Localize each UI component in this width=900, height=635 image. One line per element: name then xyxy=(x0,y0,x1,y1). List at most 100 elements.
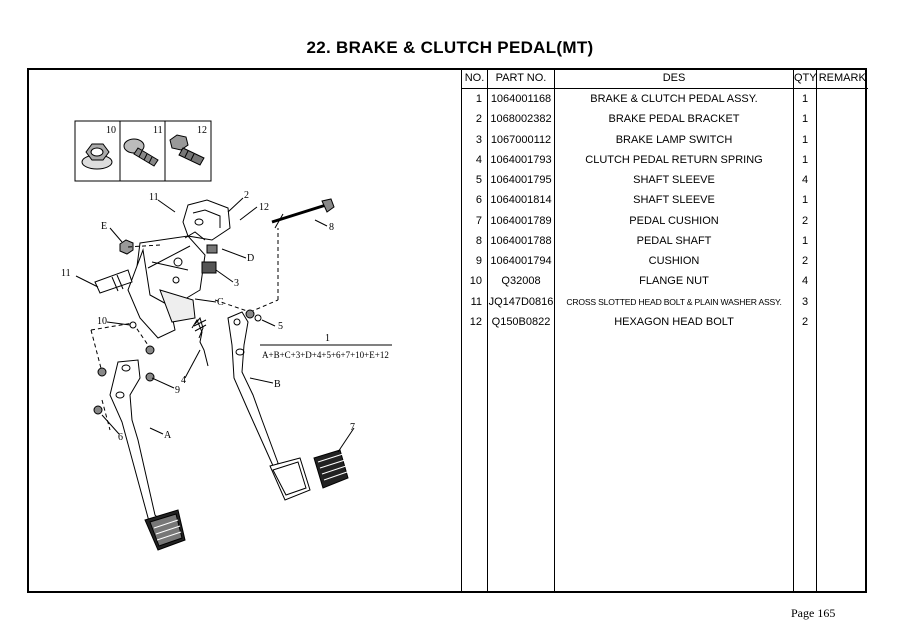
pedal-cushion-pad xyxy=(313,449,349,489)
callout-label: 11 xyxy=(149,192,159,203)
table-cell-no: 9 xyxy=(461,251,488,272)
brake-lamp-switch-part xyxy=(201,244,218,274)
pedal-housing-part xyxy=(127,231,206,339)
table-cell-part-no: Q150B0822 xyxy=(487,311,555,332)
page-number: Page 165 xyxy=(791,606,836,620)
table-cell-part-no: 1064001795 xyxy=(487,170,555,191)
table-cell-des: PEDAL CUSHION xyxy=(554,210,794,231)
clutch-pedal-pad xyxy=(144,509,186,551)
table-cell-no: 5 xyxy=(461,170,488,191)
assembly-formula: A+B+C+3+D+4+5+6+7+10+E+12 xyxy=(262,350,389,360)
bolt-left-part xyxy=(94,269,133,294)
brake-pedal-pad-left xyxy=(269,457,311,501)
callout-label: 5 xyxy=(278,321,283,332)
table-cell-des: CUSHION xyxy=(554,251,794,272)
table-cell-des: PEDAL SHAFT xyxy=(554,230,794,251)
table-cell-remark xyxy=(816,210,868,231)
table-cell-remark xyxy=(816,170,868,191)
table-cell-part-no: 1067000112 xyxy=(487,129,555,150)
table-cell-no: 7 xyxy=(461,210,488,231)
callout-label: E xyxy=(101,221,107,232)
callout-label: 7 xyxy=(350,422,355,433)
table-cell-no: 3 xyxy=(461,129,488,150)
table-cell-qty: 4 xyxy=(793,170,817,191)
callout-label: 6 xyxy=(118,432,123,443)
table-cell-des: CLUTCH PEDAL RETURN SPRING xyxy=(554,149,794,170)
table-cell-qty: 1 xyxy=(793,230,817,251)
page-title: 22. BRAKE & CLUTCH PEDAL(MT) xyxy=(306,38,594,57)
brake-pedal-bracket-part xyxy=(182,199,231,241)
table-cell-no: 10 xyxy=(461,271,488,292)
fastener-label: 12 xyxy=(197,125,207,136)
clutch-return-spring-part xyxy=(191,316,209,367)
table-cell-part-no: JQ147D0816 xyxy=(487,291,555,312)
brake-pedal-arm xyxy=(227,311,279,469)
table-cell-qty: 2 xyxy=(793,251,817,272)
table-cell-remark xyxy=(816,311,868,332)
fastener-label: 11 xyxy=(153,125,163,136)
table-cell-qty: 2 xyxy=(793,311,817,332)
table-cell-part-no: 1064001794 xyxy=(487,251,555,272)
table-cell-part-no: 1064001814 xyxy=(487,190,555,211)
table-cell-des: BRAKE LAMP SWITCH xyxy=(554,129,794,150)
table-cell-des: BRAKE PEDAL BRACKET xyxy=(554,109,794,130)
table-cell-remark xyxy=(816,271,868,292)
table-cell-qty: 1 xyxy=(793,149,817,170)
table-cell-remark xyxy=(816,291,868,312)
table-cell-qty: 1 xyxy=(793,129,817,150)
table-cell-part-no: 1064001788 xyxy=(487,230,555,251)
pedal-shaft-part xyxy=(271,198,335,229)
table-cell-des: SHAFT SLEEVE xyxy=(554,170,794,191)
table-filler-row xyxy=(461,332,868,591)
col-header-qty: QTY xyxy=(793,68,817,89)
table-cell-qty: 4 xyxy=(793,271,817,292)
table-cell-qty: 1 xyxy=(793,109,817,130)
table-cell-des: HEXAGON HEAD BOLT xyxy=(554,311,794,332)
flange-nut-e-part xyxy=(119,239,134,255)
table-cell-qty: 1 xyxy=(793,88,817,110)
col-header-no: NO. xyxy=(461,68,488,89)
table-cell-part-no: 1064001168 xyxy=(487,88,555,110)
callout-label: C xyxy=(217,297,224,308)
table-cell-remark xyxy=(816,88,868,110)
callout-label: D xyxy=(247,253,254,264)
callout-label: B xyxy=(274,379,281,390)
hexagon-bolt-icon xyxy=(169,134,205,166)
callout-label: 11 xyxy=(61,268,71,279)
table-cell-part-no: 1068002382 xyxy=(487,109,555,130)
callout-label: 10 xyxy=(97,316,107,327)
fastener-inset-box xyxy=(74,120,212,182)
table-cell-no: 2 xyxy=(461,109,488,130)
table-cell-remark xyxy=(816,190,868,211)
table-cell-des: BRAKE & CLUTCH PEDAL ASSY. xyxy=(554,88,794,110)
col-header-remark: REMARK xyxy=(816,68,868,89)
table-cell-no: 6 xyxy=(461,190,488,211)
callout-label: 12 xyxy=(259,202,269,213)
col-header-des: DES xyxy=(554,68,794,89)
callout-label: 1 xyxy=(325,333,330,344)
table-cell-des: FLANGE NUT xyxy=(554,271,794,292)
table-cell-part-no: 1064001789 xyxy=(487,210,555,231)
table-cell-no: 8 xyxy=(461,230,488,251)
table-cell-des: SHAFT SLEEVE xyxy=(554,190,794,211)
table-cell-qty: 2 xyxy=(793,210,817,231)
table-cell-remark xyxy=(816,149,868,170)
table-cell-remark xyxy=(816,109,868,130)
exploded-parts-diagram: 10 11 12 11 2 12 8 E D 3 11 C 10 5 9 4 B… xyxy=(61,120,392,551)
cross-slotted-bolt-icon xyxy=(123,138,159,167)
table-cell-qty: 3 xyxy=(793,291,817,312)
callout-label: A xyxy=(164,430,172,441)
table-cell-no: 4 xyxy=(461,149,488,170)
table-cell-qty: 1 xyxy=(793,190,817,211)
